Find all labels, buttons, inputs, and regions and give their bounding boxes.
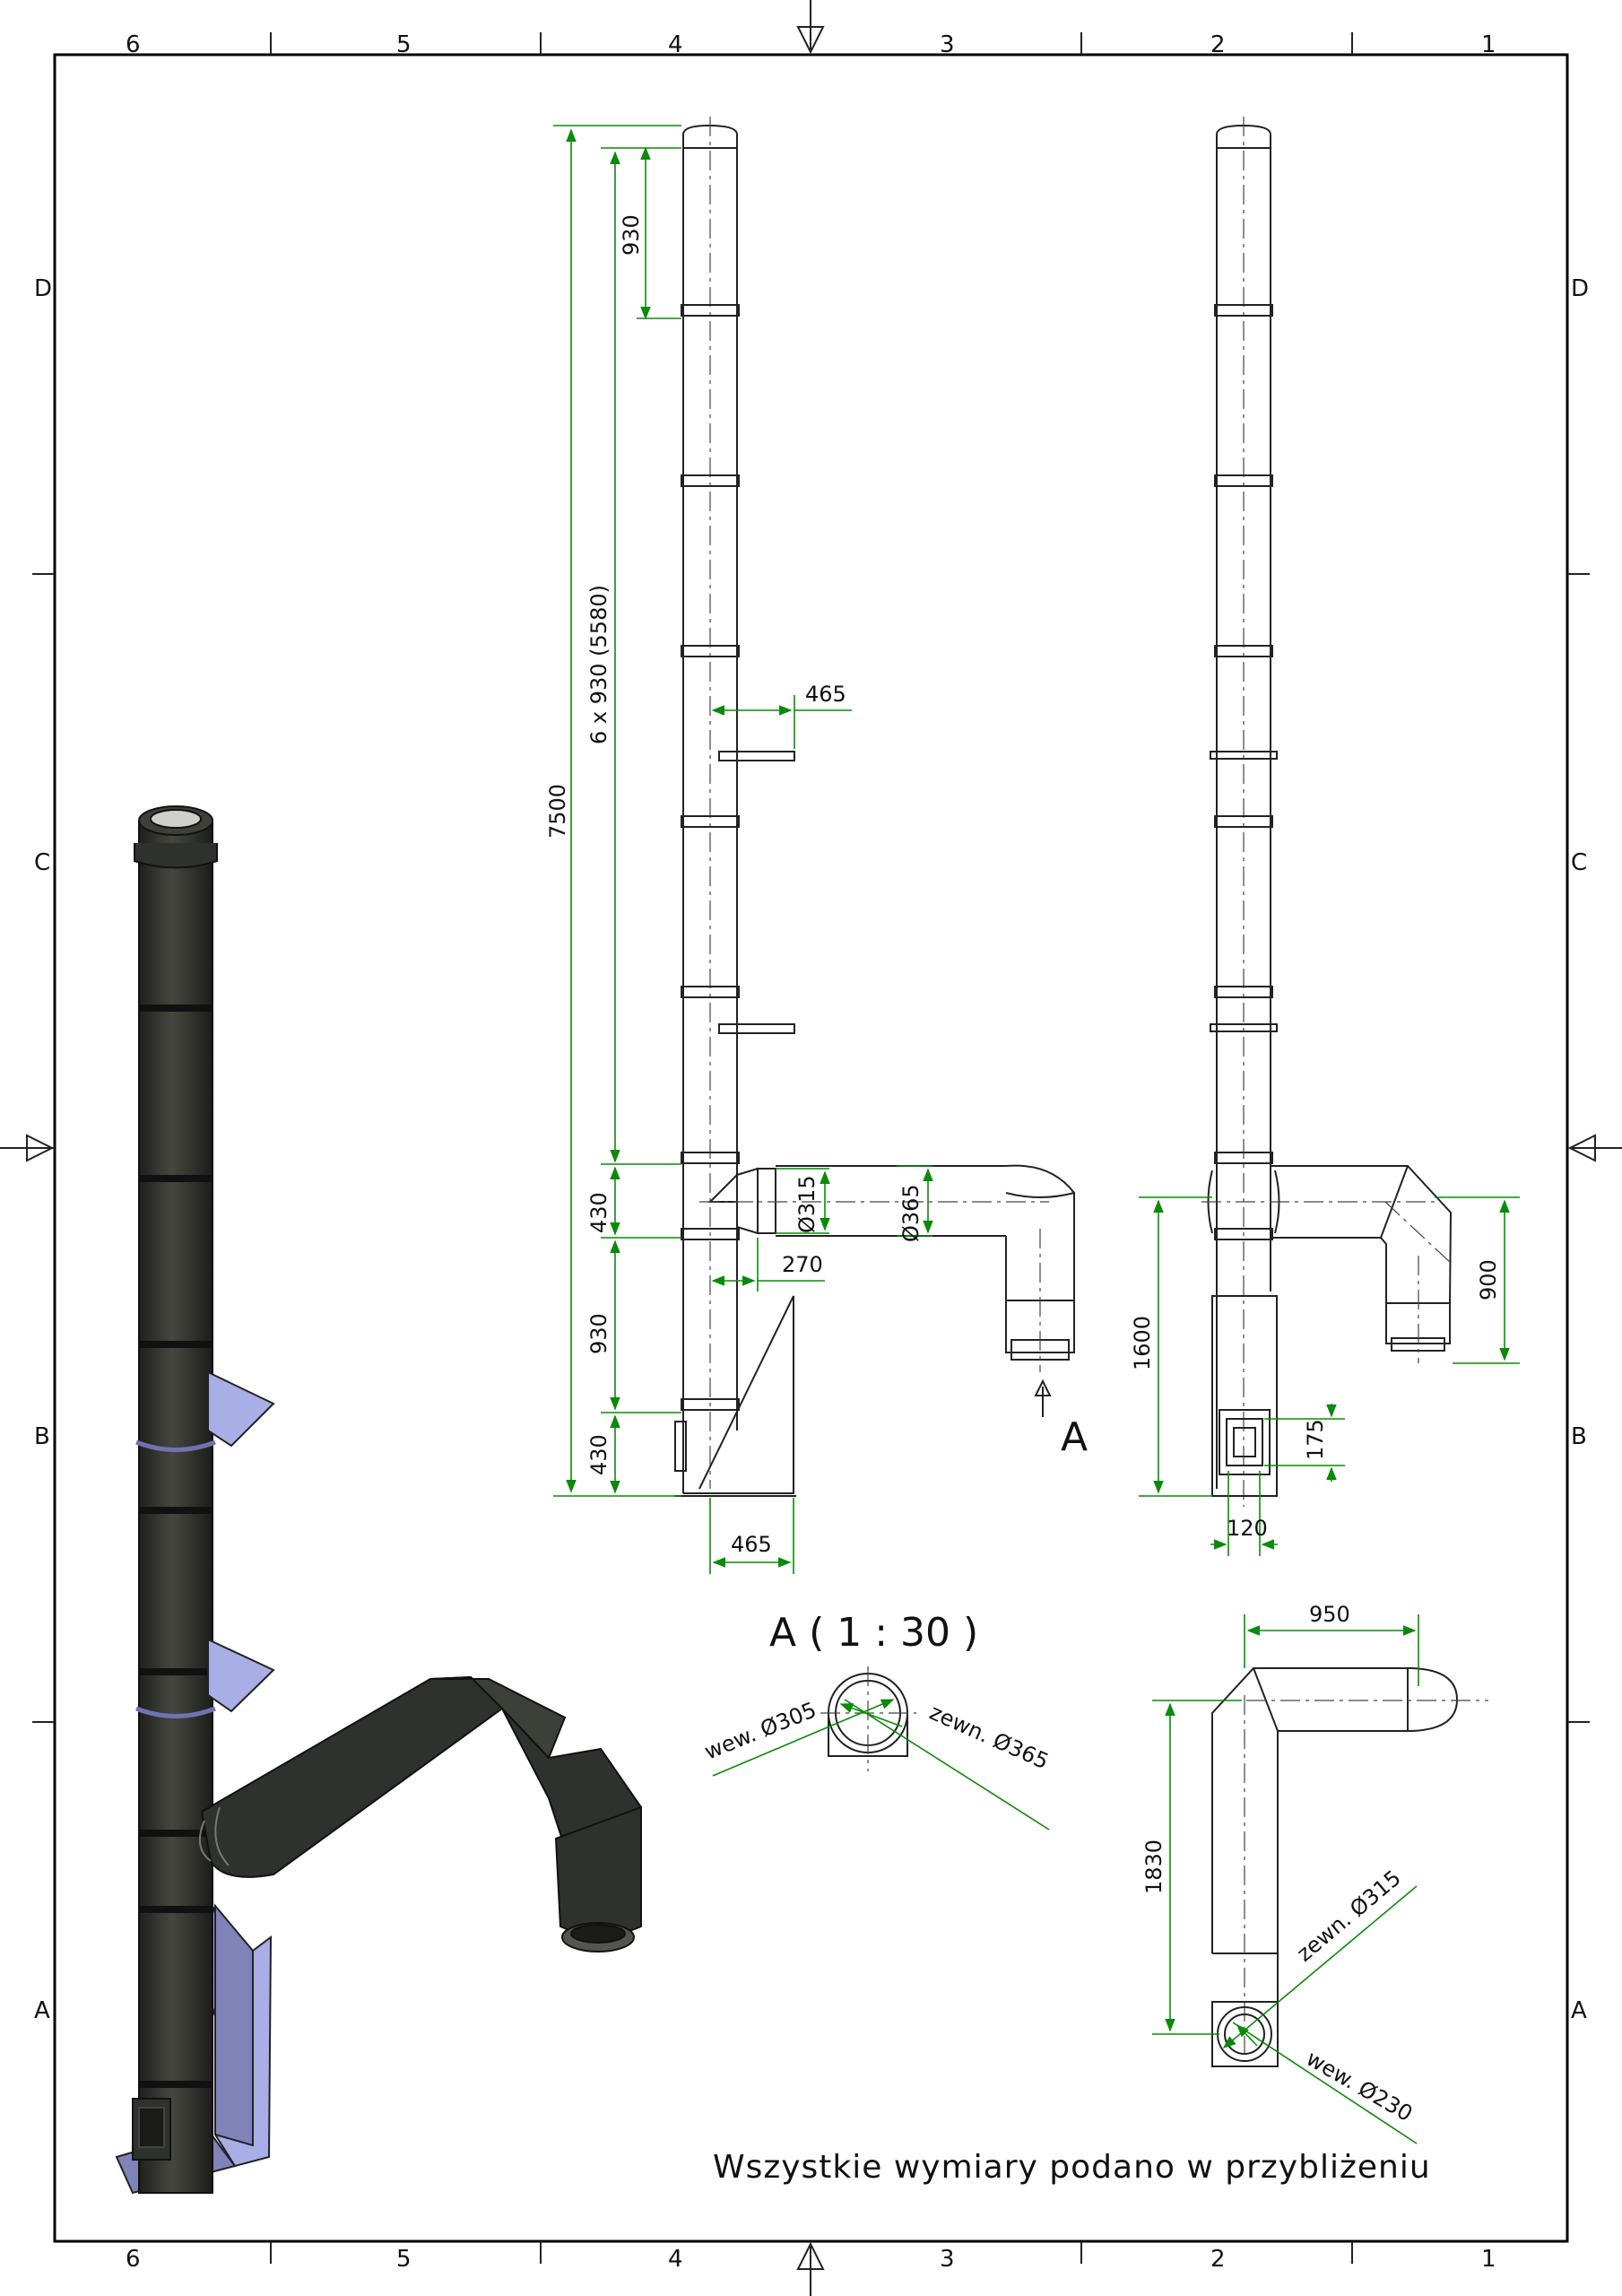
dim-connector-height: 1600 — [1130, 1316, 1155, 1370]
dim-tee-section: 430 — [586, 1192, 612, 1233]
dim-door-width: 120 — [1227, 1516, 1268, 1541]
bracket-upper — [207, 1370, 275, 1448]
dim-inner-connector: Ø315 — [794, 1175, 820, 1233]
row-label: B — [34, 1423, 50, 1450]
wall-brackets — [718, 751, 795, 1034]
dim-top-section: 930 — [619, 214, 644, 256]
side-dimensions — [1139, 1196, 1520, 1556]
col-label: 2 — [1210, 2246, 1226, 2273]
stack-bands — [138, 1004, 213, 2088]
front-dimensions — [553, 125, 933, 1574]
col-label: 5 — [396, 2246, 412, 2273]
dim-stack-sections: 6 x 930 (5580) — [586, 585, 612, 744]
dim-top-width: 950 — [1309, 1602, 1350, 1627]
isometric-model — [115, 805, 643, 2195]
dim-total-height: 7500 — [545, 784, 570, 839]
col-label: 4 — [668, 2246, 683, 2273]
side-dimension-labels: 1600 900 175 120 — [1130, 1259, 1501, 1541]
row-label: A — [34, 1997, 50, 2024]
front-view: A — [545, 117, 1088, 1574]
col-label: 6 — [126, 31, 141, 58]
top-dimensions — [1152, 1614, 1419, 2144]
dim-bracket-depth: 465 — [805, 682, 846, 707]
detail-a: A ( 1 : 30 ) wew. Ø305 zewn. Ø365 — [701, 1610, 1053, 1831]
col-label: 1 — [1481, 31, 1496, 58]
dim-top-inner-diameter: wew. Ø230 — [1302, 2046, 1417, 2126]
row-label: A — [1571, 1997, 1587, 2024]
front-dimension-labels: 7500 930 6 x 930 (5580) 465 430 930 430 … — [545, 214, 924, 1557]
top-view: 950 1830 zewn. Ø315 wew. Ø230 — [1141, 1602, 1488, 2144]
dim-top-length: 1830 — [1141, 1839, 1167, 1894]
pipe-joints — [681, 304, 740, 1411]
detail-title: A ( 1 : 30 ) — [769, 1610, 978, 1656]
dim-lower-section: 930 — [586, 1313, 612, 1354]
view-arrow-label: A — [1061, 1414, 1088, 1460]
col-label: 1 — [1481, 2246, 1496, 2273]
detail-inner-diameter: wew. Ø305 — [701, 1697, 820, 1764]
side-view: 1600 900 175 120 — [1130, 117, 1520, 1556]
column-labels: 6 5 4 3 2 1 6 5 4 3 2 1 — [126, 31, 1496, 2273]
dim-outer-connector: Ø365 — [898, 1184, 924, 1242]
dim-base-width: 465 — [731, 1532, 772, 1557]
dim-tee-offset: 270 — [782, 1252, 823, 1277]
dim-drop-height: 900 — [1476, 1259, 1501, 1300]
view-arrow — [1034, 1378, 1052, 1417]
col-label: 4 — [668, 31, 683, 58]
side-pipe-joints — [1210, 304, 1278, 1240]
row-label: C — [1571, 849, 1587, 876]
col-label: 6 — [126, 2246, 141, 2273]
connector-pipe — [699, 1164, 1075, 1372]
row-label: B — [1571, 1423, 1587, 1450]
dim-top-outer-diameter: zewn. Ø315 — [1292, 1866, 1406, 1967]
approximation-note: Wszystkie wymiary podano w przybliżeniu — [713, 2149, 1431, 2186]
row-label: D — [34, 275, 52, 302]
col-label: 3 — [940, 31, 955, 58]
row-label: C — [34, 849, 50, 876]
bracket-lower — [207, 1638, 275, 1713]
row-labels: D C B A D C B A — [34, 275, 1589, 2024]
col-label: 2 — [1210, 31, 1226, 58]
col-label: 5 — [396, 31, 412, 58]
connector-horizontal — [200, 1675, 504, 1878]
dim-door-height: 175 — [1303, 1419, 1328, 1460]
dim-bottom-section: 430 — [586, 1434, 612, 1475]
support-stand — [674, 1295, 796, 1497]
row-label: D — [1571, 275, 1589, 302]
col-label: 3 — [940, 2246, 955, 2273]
top-dimension-labels: 950 1830 zewn. Ø315 wew. Ø230 — [1141, 1602, 1417, 2126]
